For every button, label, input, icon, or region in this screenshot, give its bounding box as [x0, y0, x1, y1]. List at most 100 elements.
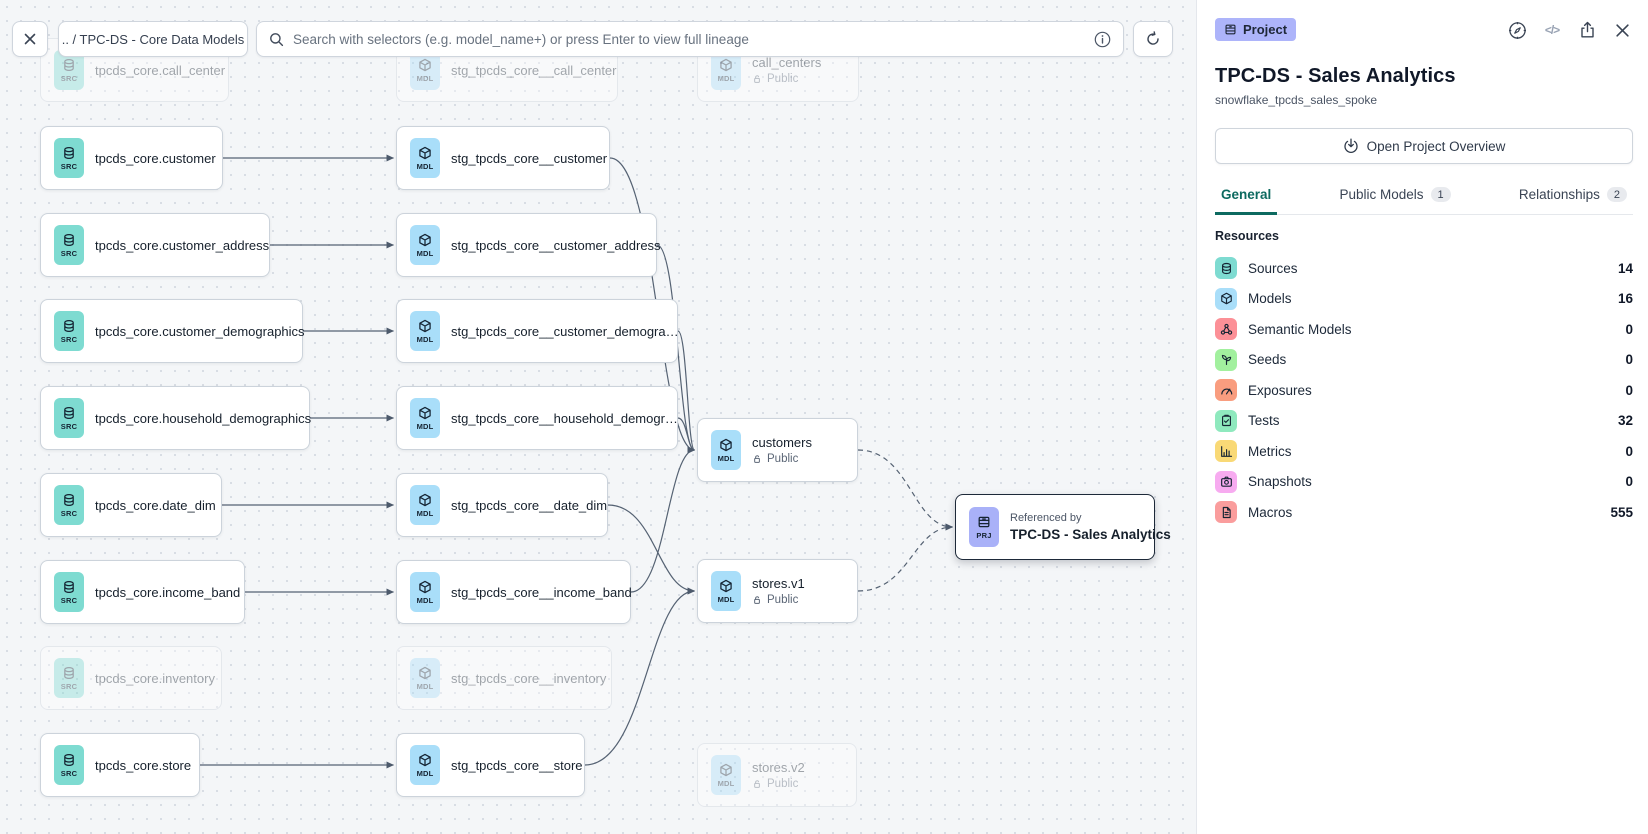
- node-label: tpcds_core.income_band: [95, 584, 241, 600]
- node-label: stores.v2: [752, 760, 805, 775]
- tab-relationships[interactable]: Relationships 2: [1513, 181, 1633, 215]
- lineage-edge: [607, 504, 695, 595]
- referenced-by-label: Referenced by: [1010, 512, 1082, 524]
- mdl-badge: MDL: [410, 572, 440, 612]
- src-badge: SRC: [54, 311, 84, 351]
- lineage-edge: [584, 587, 695, 766]
- node-src-customer-demographics[interactable]: SRC tpcds_core.customer_demographics: [40, 299, 305, 363]
- resource-label: Semantic Models: [1248, 321, 1352, 337]
- breadcrumb[interactable]: .. / TPC-DS - Core Data Models: [58, 21, 248, 57]
- resource-label: Sources: [1248, 260, 1298, 276]
- kind-label: MDL: [717, 453, 735, 463]
- tab-count-badge: 1: [1430, 187, 1451, 202]
- node-mdl-date-dim[interactable]: MDL stg_tpcds_core__date_dim: [396, 473, 608, 537]
- node-src-inventory[interactable]: SRC tpcds_core.inventory: [40, 646, 222, 710]
- kind-label: MDL: [416, 681, 434, 691]
- node-label: stg_tpcds_core__inventory: [451, 670, 607, 686]
- kind-label: MDL: [717, 594, 735, 604]
- document-icon: [1222, 506, 1231, 518]
- search-input[interactable]: [293, 31, 1085, 47]
- access-badge: Public: [752, 73, 821, 85]
- resource-count: 14: [1617, 260, 1633, 276]
- close-panel-icon[interactable]: [1611, 19, 1633, 41]
- node-mdl-store[interactable]: MDL stg_tpcds_core__store: [396, 733, 585, 797]
- database-icon: [64, 233, 74, 246]
- node-mdl-household-demographics[interactable]: MDL stg_tpcds_core__household_demogr…: [396, 386, 678, 450]
- node-mdl-income-band[interactable]: MDL stg_tpcds_core__income_band: [396, 560, 632, 624]
- cube-icon: [720, 579, 732, 592]
- panel-tabs: General Public Models 1 Relationships 2: [1215, 181, 1633, 215]
- open-project-overview-button[interactable]: Open Project Overview: [1215, 128, 1633, 164]
- close-lineage-button[interactable]: [12, 21, 48, 57]
- panel-title: TPC-DS - Sales Analytics: [1215, 65, 1456, 87]
- access-badge: Public: [752, 453, 812, 465]
- database-icon: [64, 58, 74, 71]
- kind-label: SRC: [60, 681, 78, 691]
- project-icon: [978, 516, 990, 527]
- node-label: tpcds_core.customer_demographics: [95, 323, 305, 339]
- cube-icon: [1220, 292, 1232, 305]
- node-mdl-inventory[interactable]: MDL stg_tpcds_core__inventory: [396, 646, 612, 710]
- lock-open-icon: [754, 454, 760, 463]
- kind-label: SRC: [60, 248, 78, 258]
- node-pub-stores-v1[interactable]: MDL stores.v1 Public: [697, 559, 858, 623]
- refresh-button[interactable]: [1133, 21, 1173, 57]
- node-mdl-customer[interactable]: MDL stg_tpcds_core__customer: [396, 126, 610, 190]
- cube-icon: [720, 763, 732, 776]
- resource-count: 0: [1625, 321, 1633, 337]
- node-src-customer-address[interactable]: SRC tpcds_core.customer_address: [40, 213, 270, 277]
- explore-lineage-icon[interactable]: [1506, 19, 1528, 41]
- node-mdl-customer-demographics[interactable]: MDL stg_tpcds_core__customer_demogra…: [396, 299, 679, 363]
- cube-icon: [720, 58, 732, 71]
- tab-general[interactable]: General: [1215, 181, 1278, 215]
- node-mdl-customer-address[interactable]: MDL stg_tpcds_core__customer_address: [396, 213, 661, 277]
- cross-project-edge: [857, 523, 953, 592]
- resource-label: Macros: [1248, 504, 1293, 520]
- node-src-store[interactable]: SRC tpcds_core.store: [40, 733, 200, 797]
- src-badge: SRC: [54, 485, 84, 525]
- access-badge: Public: [752, 594, 805, 606]
- src-badge: SRC: [54, 398, 84, 438]
- node-label: stores.v1: [752, 576, 805, 591]
- seedling-icon: [1221, 355, 1231, 366]
- cube-icon: [720, 438, 732, 451]
- resource-row-seeds[interactable]: Seeds 0: [1215, 345, 1633, 376]
- search-bar[interactable]: [256, 21, 1124, 57]
- node-pub-stores-v2[interactable]: MDL stores.v2 Public: [697, 743, 857, 807]
- resources-heading: Resources: [1215, 229, 1279, 243]
- tab-public-models[interactable]: Public Models 1: [1333, 181, 1456, 215]
- kind-label: MDL: [416, 421, 434, 431]
- node-src-household-demographics[interactable]: SRC tpcds_core.household_demographics: [40, 386, 311, 450]
- resource-row-semantic-models[interactable]: Semantic Models 0: [1215, 314, 1633, 345]
- gauge-icon: [1215, 379, 1237, 402]
- src-badge: SRC: [54, 572, 84, 612]
- mdl-badge: MDL: [410, 398, 440, 438]
- resource-label: Seeds: [1248, 352, 1287, 368]
- info-icon[interactable]: [1094, 31, 1111, 48]
- node-src-customer[interactable]: SRC tpcds_core.customer: [40, 126, 223, 190]
- breadcrumb-label: .. / TPC-DS - Core Data Models: [61, 31, 245, 47]
- database-icon: [64, 580, 74, 593]
- lineage-canvas[interactable]: SRC tpcds_core.call_center MDL stg_tpcds…: [0, 0, 1197, 834]
- node-prj-sales[interactable]: PRJ Referenced by TPC-DS - Sales Analyti…: [955, 494, 1171, 560]
- resource-count: 0: [1625, 474, 1633, 490]
- node-label: TPC-DS - Sales Analytics: [1010, 527, 1171, 542]
- node-src-income-band[interactable]: SRC tpcds_core.income_band: [40, 560, 245, 624]
- mdl-badge: MDL: [410, 311, 440, 351]
- close-icon: [24, 33, 36, 45]
- node-src-date-dim[interactable]: SRC tpcds_core.date_dim: [40, 473, 222, 537]
- code-icon[interactable]: </>: [1544, 23, 1560, 37]
- cube-icon: [419, 406, 431, 419]
- node-pub-customers[interactable]: MDL customers Public: [697, 418, 858, 482]
- node-label: stg_tpcds_core__call_center: [451, 62, 617, 78]
- resource-count: 0: [1625, 352, 1633, 368]
- share-icon[interactable]: [1576, 19, 1598, 41]
- kind-label: SRC: [60, 73, 78, 83]
- resource-row-sources[interactable]: Sources 14: [1215, 253, 1633, 284]
